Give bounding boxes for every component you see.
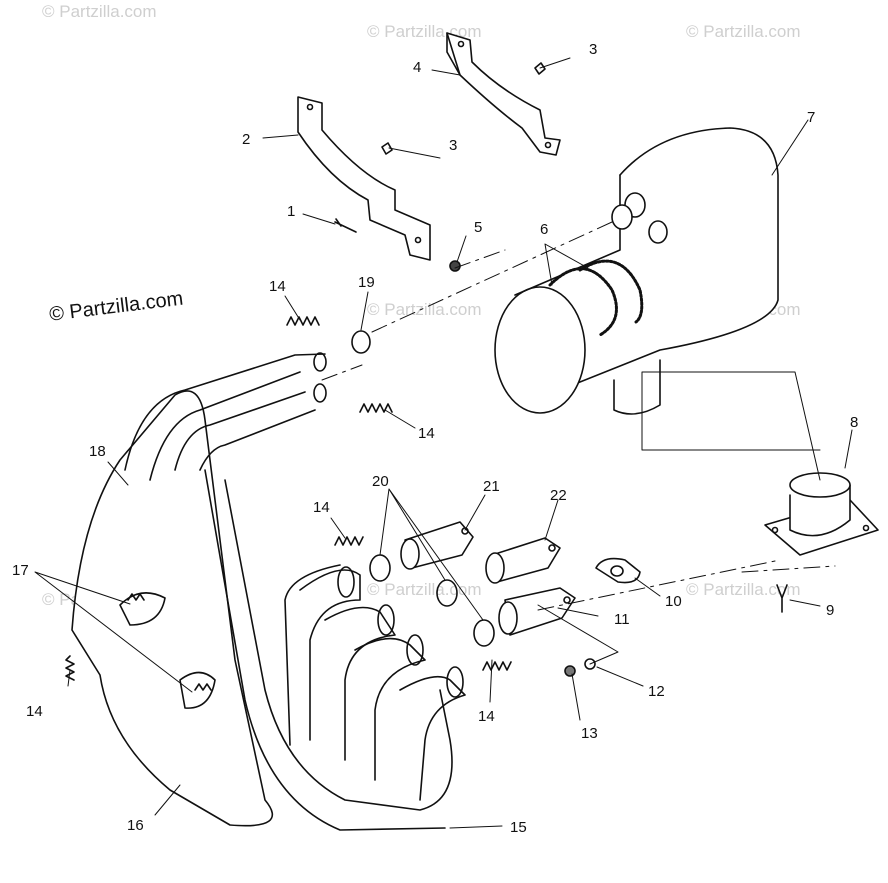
callout-22: 22 xyxy=(550,487,567,504)
gasket-10-hole xyxy=(610,565,624,577)
callout-12: 12 xyxy=(648,683,665,700)
screw-3a xyxy=(534,62,546,75)
screw-3b xyxy=(381,142,393,155)
spring-14e xyxy=(65,655,75,681)
outlet-flange-8 xyxy=(764,472,879,556)
sleeve-21 xyxy=(400,521,474,570)
callout-19: 19 xyxy=(358,274,375,291)
callout-9: 9 xyxy=(826,602,835,619)
watermark: © Partzilla.com xyxy=(686,22,801,41)
spring-17a xyxy=(127,593,145,601)
callout-6: 6 xyxy=(540,221,549,238)
callout-5: 5 xyxy=(474,219,483,236)
callout-21: 21 xyxy=(483,478,500,495)
nut-13 xyxy=(564,665,576,677)
bracket-4 xyxy=(446,32,561,156)
exhaust-pipes-15 xyxy=(124,352,466,831)
assembly-bracket-line xyxy=(641,371,821,481)
heat-shield-16 xyxy=(71,390,274,827)
callout-1: 1 xyxy=(287,203,296,220)
nut-5 xyxy=(449,260,461,272)
sleeve-11 xyxy=(498,587,576,636)
callout-14e: 14 xyxy=(26,703,43,720)
callout-3b: 3 xyxy=(449,137,458,154)
callout-20: 20 xyxy=(372,473,389,490)
callout-7: 7 xyxy=(807,109,816,126)
ring-20c xyxy=(473,619,495,647)
callout-2: 2 xyxy=(242,131,251,148)
callout-10: 10 xyxy=(665,593,682,610)
callout-15: 15 xyxy=(510,819,527,836)
ring-20a xyxy=(369,554,391,582)
watermark: © Partzilla.com xyxy=(367,580,482,599)
callout-8: 8 xyxy=(850,414,859,431)
callout-4: 4 xyxy=(413,59,422,76)
ring-19 xyxy=(351,330,371,354)
bracket-2 xyxy=(297,96,431,261)
callout-13: 13 xyxy=(581,725,598,742)
spring-14d xyxy=(482,661,512,671)
callout-3a: 3 xyxy=(589,41,598,58)
watermark: © Partzilla.com xyxy=(367,300,482,319)
callout-14d: 14 xyxy=(478,708,495,725)
ring-20b xyxy=(436,579,458,607)
callout-18: 18 xyxy=(89,443,106,460)
muffler-7 xyxy=(494,127,779,415)
spring-17b xyxy=(194,683,212,691)
gasket-10 xyxy=(595,557,641,584)
assembly-lines xyxy=(321,221,836,611)
bolt-9 xyxy=(776,584,788,613)
callout-14a: 14 xyxy=(269,278,286,295)
leader-lines xyxy=(34,57,853,829)
callout-11: 11 xyxy=(614,611,630,628)
spring-14a xyxy=(286,316,320,326)
callout-17: 17 xyxy=(12,562,29,579)
bolt-1 xyxy=(334,218,357,233)
sleeve-22 xyxy=(485,537,561,584)
watermark: © Partzilla.com xyxy=(686,580,801,599)
callout-14c: 14 xyxy=(313,499,330,516)
spring-14b xyxy=(359,403,393,413)
callout-14b: 14 xyxy=(418,425,435,442)
spring-14c xyxy=(334,536,364,546)
washer-12 xyxy=(584,658,596,670)
watermark: © Partzilla.com xyxy=(42,2,157,21)
callout-16: 16 xyxy=(127,817,144,834)
